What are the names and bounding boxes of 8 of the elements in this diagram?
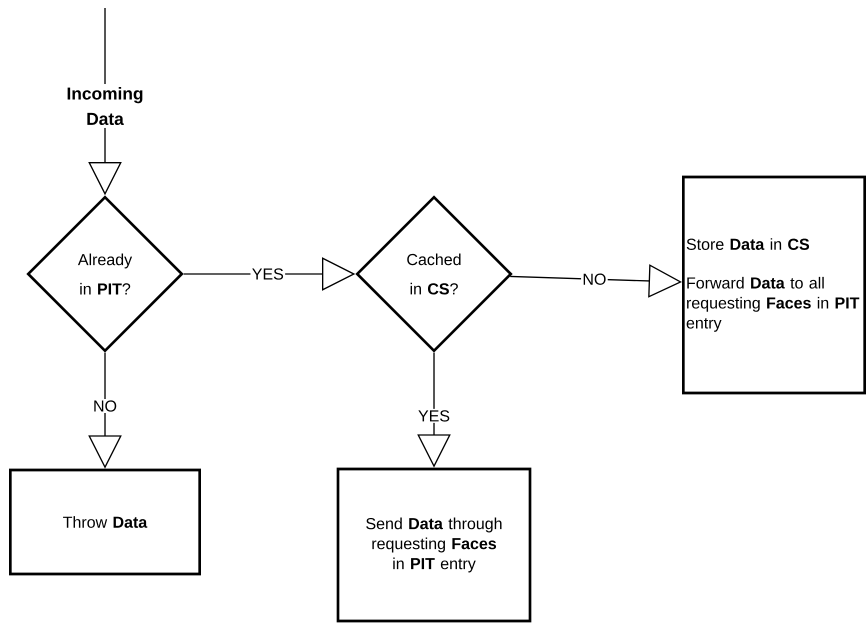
edge-label: YES xyxy=(250,267,286,281)
process-box: Throw Data xyxy=(9,468,201,576)
process-box: Store Data in CS Forward Data to all requesting Faces in PIT entry xyxy=(682,176,866,394)
edge-label: NO xyxy=(92,399,118,414)
start-label: Incoming Data xyxy=(68,86,142,126)
edge-label: YES xyxy=(416,408,452,423)
process-box: Send Data through requesting Faces in PIT entry xyxy=(336,468,532,622)
edge-label: NO xyxy=(581,272,608,286)
